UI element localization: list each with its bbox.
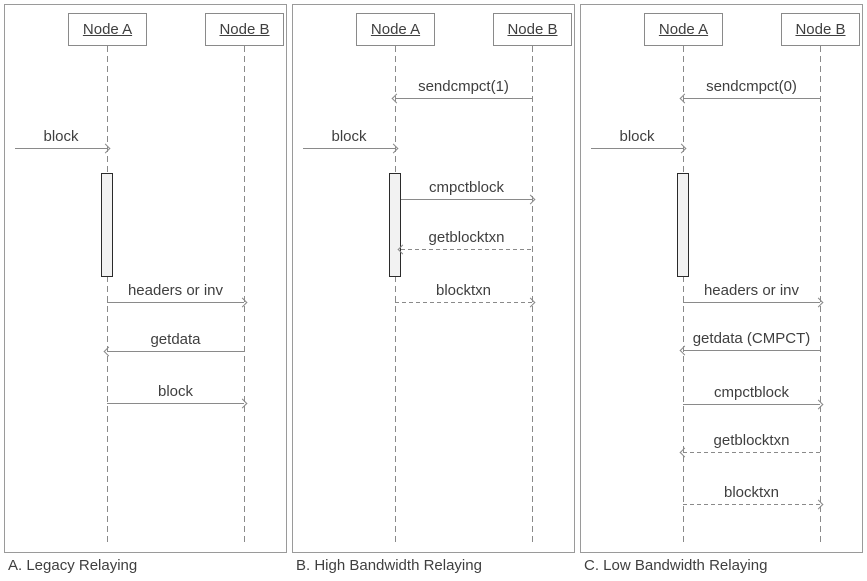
node-b-label: Node B	[795, 21, 846, 38]
panel-legacy-relaying: Node A Node B block headers or inv getda…	[4, 4, 287, 553]
message-label: getdata (CMPCT)	[692, 330, 811, 347]
message-label: sendcmpct(1)	[418, 78, 509, 95]
message-label: blocktxn	[723, 484, 780, 501]
arrowhead-right-icon	[813, 297, 824, 308]
message-label: getblocktxn	[713, 432, 790, 449]
message-line	[683, 504, 820, 505]
node-a-lifeline	[683, 46, 684, 543]
arrowhead-right-icon	[525, 194, 536, 205]
arrowhead-right-icon	[388, 143, 399, 154]
message-line	[107, 403, 244, 404]
arrowhead-right-icon	[676, 143, 687, 154]
message-label: headers or inv	[703, 282, 800, 299]
arrowhead-left-icon	[679, 93, 690, 104]
activation-bar	[677, 173, 689, 277]
message-label: block	[619, 128, 655, 145]
message-label: getblocktxn	[428, 229, 505, 246]
arrowhead-left-icon	[679, 447, 690, 458]
message-label: block	[43, 128, 79, 145]
message-line	[107, 351, 244, 352]
message-line	[591, 148, 683, 149]
message-line	[683, 452, 820, 453]
node-a-box: Node A	[644, 13, 723, 46]
activation-bar	[101, 173, 113, 277]
message-line	[683, 404, 820, 405]
message-label: sendcmpct(0)	[706, 78, 797, 95]
arrowhead-left-icon	[103, 346, 114, 357]
node-b-lifeline	[244, 46, 245, 543]
message-label: headers or inv	[127, 282, 224, 299]
arrowhead-right-icon	[813, 399, 824, 410]
node-b-label: Node B	[219, 21, 270, 38]
message-line	[683, 302, 820, 303]
arrowhead-right-icon	[525, 297, 536, 308]
node-b-box: Node B	[781, 13, 860, 46]
message-line	[683, 98, 820, 99]
node-a-label: Node A	[658, 21, 709, 38]
caption-legacy-relaying: A. Legacy Relaying	[8, 557, 138, 574]
message-line	[401, 249, 532, 250]
message-label: getdata	[150, 331, 201, 348]
caption-low-bandwidth-relaying: C. Low Bandwidth Relaying	[584, 557, 768, 574]
node-b-lifeline	[532, 46, 533, 543]
activation-bar	[389, 173, 401, 277]
arrowhead-right-icon	[237, 297, 248, 308]
arrowhead-right-icon	[237, 398, 248, 409]
message-label: cmpctblock	[428, 179, 505, 196]
node-a-box: Node A	[68, 13, 147, 46]
node-a-box: Node A	[356, 13, 435, 46]
node-b-lifeline	[820, 46, 821, 543]
node-a-label: Node A	[370, 21, 421, 38]
message-line	[395, 302, 532, 303]
arrowhead-left-icon	[391, 93, 402, 104]
node-b-label: Node B	[507, 21, 558, 38]
panel-high-bandwidth-relaying: Node A Node B sendcmpct(1) block cmpctbl…	[292, 4, 575, 553]
caption-high-bandwidth-relaying: B. High Bandwidth Relaying	[296, 557, 482, 574]
node-a-lifeline	[395, 46, 396, 543]
message-label: block	[157, 383, 194, 400]
panel-low-bandwidth-relaying: Node A Node B sendcmpct(0) block headers…	[580, 4, 863, 553]
message-line	[401, 199, 532, 200]
arrowhead-right-icon	[813, 499, 824, 510]
node-b-box: Node B	[493, 13, 572, 46]
arrowhead-left-icon	[679, 345, 690, 356]
message-line	[395, 98, 532, 99]
message-label: block	[331, 128, 367, 145]
message-line	[107, 302, 244, 303]
arrowhead-right-icon	[100, 143, 111, 154]
message-label: cmpctblock	[713, 384, 790, 401]
message-label: blocktxn	[435, 282, 492, 299]
node-a-lifeline	[107, 46, 108, 543]
message-line	[683, 350, 820, 351]
node-a-label: Node A	[82, 21, 133, 38]
message-line	[15, 148, 107, 149]
node-b-box: Node B	[205, 13, 284, 46]
message-line	[303, 148, 395, 149]
